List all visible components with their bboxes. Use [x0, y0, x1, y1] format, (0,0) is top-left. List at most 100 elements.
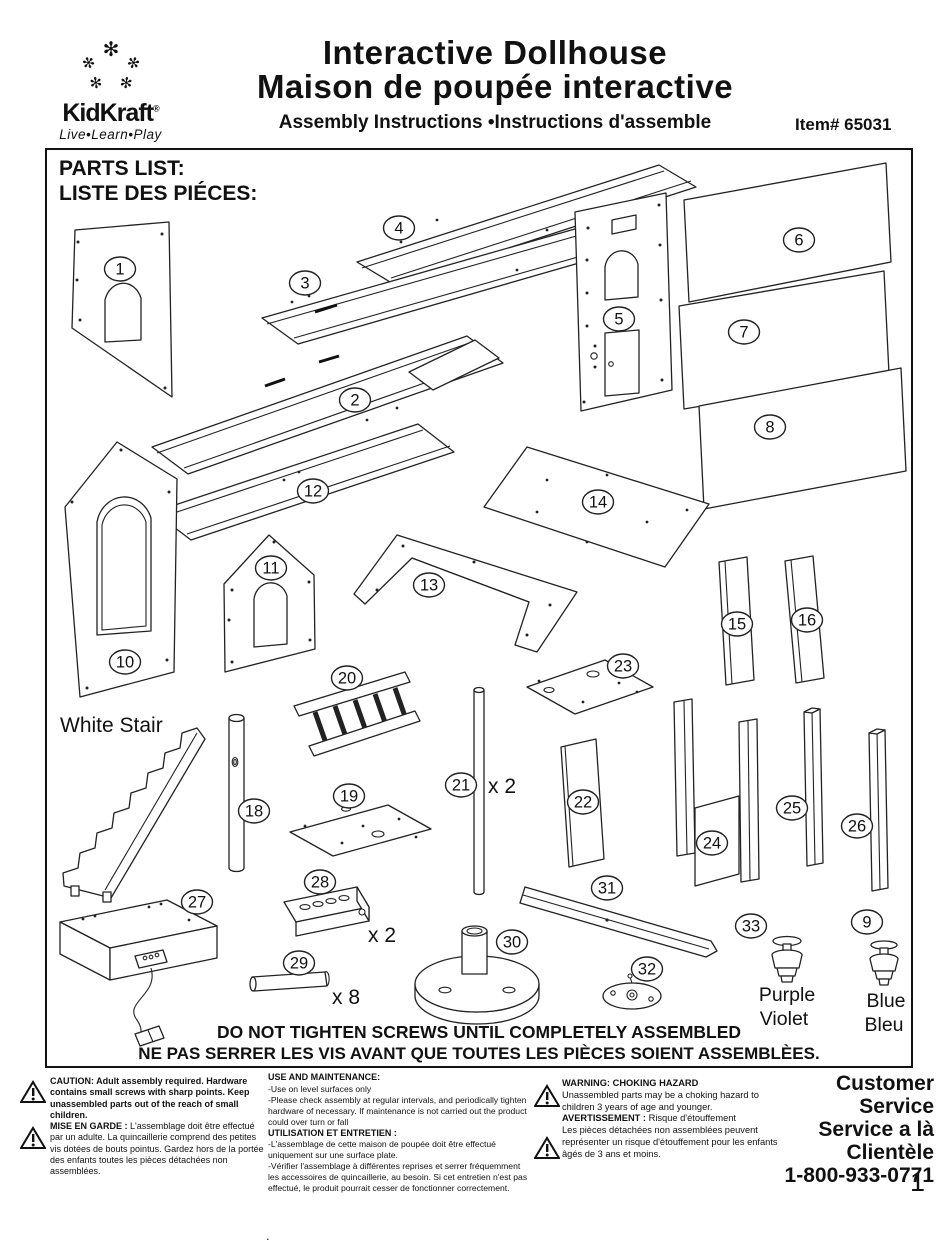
- part-number-balloon-9: 9: [852, 910, 883, 934]
- banner-warning-fr: NE PAS SERRER LES VIS AVANT QUE TOUTES L…: [138, 1044, 820, 1063]
- part-number-balloon-22: 22: [568, 790, 599, 814]
- part-33-drawing: [772, 937, 802, 983]
- part-2-drawing: [152, 336, 503, 474]
- part-number-balloon-14: 14: [583, 490, 614, 514]
- svg-text:✻: ✻: [79, 52, 97, 73]
- svg-text:8: 8: [765, 419, 774, 437]
- use-maintenance-block: USE AND MAINTENANCE: -Use on level surfa…: [268, 1072, 530, 1194]
- part-number-balloon-1: 1: [105, 257, 136, 281]
- color-label-purple: Purple: [759, 984, 815, 1006]
- svg-text:✻: ✻: [118, 73, 133, 93]
- part-9-drawing: [870, 941, 898, 985]
- svg-text:1: 1: [115, 261, 124, 279]
- title-french: Maison de poupée interactive: [256, 67, 734, 105]
- stray-dot: .: [266, 1228, 270, 1243]
- use-line: -L'assemblage de cette maison de poupée …: [268, 1139, 496, 1161]
- svg-text:18: 18: [245, 803, 263, 821]
- svg-text:2: 2: [350, 392, 359, 410]
- part-number-balloon-31: 31: [592, 876, 623, 900]
- svg-text:4: 4: [394, 220, 403, 238]
- warning-text-fr: Les pièces détachées non assemblées peuv…: [562, 1125, 778, 1159]
- warning-triangle-icon: [20, 1080, 46, 1103]
- part-4-drawing: [357, 165, 696, 285]
- kidkraft-stars-icon: ✻ ✻ ✻ ✻ ✻: [79, 37, 142, 93]
- part-number-balloon-2: 2: [340, 388, 371, 412]
- svg-text:✻: ✻: [88, 73, 103, 93]
- part-number-balloon-13: 13: [414, 573, 445, 597]
- part-number-balloon-7: 7: [729, 320, 760, 344]
- title-english: Interactive Dollhouse: [322, 34, 668, 71]
- svg-text:✻: ✻: [102, 38, 119, 61]
- part-number-balloon-5: 5: [604, 307, 635, 331]
- item-number: Item# 65031: [795, 115, 892, 134]
- use-line: -Please check assembly at regular interv…: [268, 1094, 527, 1127]
- white-stair-label: White Stair: [60, 714, 163, 737]
- customer-service-block: Customer Service Service a là Clientèle …: [758, 1072, 934, 1187]
- svg-text:31: 31: [598, 880, 616, 898]
- svg-text:16: 16: [798, 612, 816, 630]
- part-29-drawing: [250, 972, 329, 991]
- use-heading-en: USE AND MAINTENANCE:: [268, 1072, 381, 1082]
- svg-text:32: 32: [638, 961, 656, 979]
- part-number-balloon-33: 33: [736, 914, 767, 938]
- part-number-balloon-11: 11: [256, 556, 287, 580]
- warning-triangle-icon: [534, 1136, 560, 1159]
- warning-label-fr-rest: Risque d'étouffement: [646, 1113, 737, 1124]
- kidkraft-logo: ✻ ✻ ✻ ✻ ✻ KidKraft® Live•Learn•Play: [38, 37, 183, 142]
- svg-text:✻: ✻: [124, 52, 142, 73]
- customer-service-fr: Service a là Clientèle: [818, 1118, 934, 1165]
- qty-part29: x 8: [332, 986, 360, 1009]
- use-line: -Use on level surfaces only: [268, 1083, 372, 1094]
- part-number-balloon-15: 15: [722, 612, 753, 636]
- part-number-balloon-28: 28: [305, 870, 336, 894]
- part-32-drawing: [603, 974, 661, 1009]
- svg-text:6: 6: [794, 232, 803, 250]
- svg-text:28: 28: [311, 874, 329, 892]
- warning-triangle-icon: [534, 1084, 560, 1107]
- part-19-drawing: [290, 805, 431, 856]
- part-number-balloon-24: 24: [697, 831, 728, 855]
- part-number-balloon-4: 4: [384, 216, 415, 240]
- svg-text:3: 3: [300, 275, 309, 293]
- part-8-drawing: [699, 368, 906, 509]
- warning-heading-en: WARNING: CHOKING HAZARD: [562, 1078, 699, 1088]
- part-25-drawing: [804, 708, 823, 866]
- part-10-drawing: [65, 442, 177, 697]
- footer: CAUTION: Adult assembly required. Hardwa…: [0, 1072, 950, 1249]
- part-number-balloon-20: 20: [332, 666, 363, 690]
- svg-text:29: 29: [290, 955, 308, 973]
- part-5-drawing: [575, 193, 672, 411]
- part-27-drawing: [60, 900, 217, 1046]
- svg-text:7: 7: [739, 324, 748, 342]
- svg-text:26: 26: [848, 818, 866, 836]
- subtitle: Assembly Instructions •Instructions d'as…: [278, 112, 712, 133]
- part-number-balloon-29: 29: [284, 951, 315, 975]
- svg-text:14: 14: [589, 494, 607, 512]
- page-number: 1: [909, 1167, 925, 1197]
- parts-diagram: 1234567891011121314151618192021222324252…: [47, 150, 911, 1066]
- part-number-balloon-25: 25: [777, 796, 808, 820]
- part-number-balloon-10: 10: [110, 650, 141, 674]
- color-label-bleu: Bleu: [864, 1014, 903, 1036]
- brand-name: KidKraft®: [62, 99, 159, 127]
- caution-text-en: CAUTION: Adult assembly required. Hardwa…: [50, 1076, 250, 1120]
- svg-text:9: 9: [862, 914, 871, 932]
- caution-block: CAUTION: Adult assembly required. Hardwa…: [50, 1076, 268, 1177]
- svg-text:23: 23: [614, 658, 632, 676]
- part-number-balloon-27: 27: [182, 890, 213, 914]
- parts-list-heading: PARTS LIST: LISTE DES PIÉCES:: [59, 156, 257, 206]
- customer-service-phone: 1-800-933-0771: [784, 1164, 934, 1188]
- parts-list-heading-en: PARTS LIST:: [59, 157, 185, 180]
- part-number-balloon-23: 23: [608, 654, 639, 678]
- customer-service-en: Customer Service: [835, 1072, 934, 1119]
- warning-triangle-icon: [20, 1126, 46, 1149]
- part-number-balloon-19: 19: [334, 784, 365, 808]
- svg-text:13: 13: [420, 577, 438, 595]
- document-title: Interactive Dollhouse Maison de poupée i…: [195, 36, 795, 103]
- svg-text:30: 30: [503, 934, 521, 952]
- white-stair-drawing: [63, 728, 205, 902]
- choking-warning-block: WARNING: CHOKING HAZARD Unassembled part…: [562, 1078, 790, 1161]
- svg-text:20: 20: [338, 670, 356, 688]
